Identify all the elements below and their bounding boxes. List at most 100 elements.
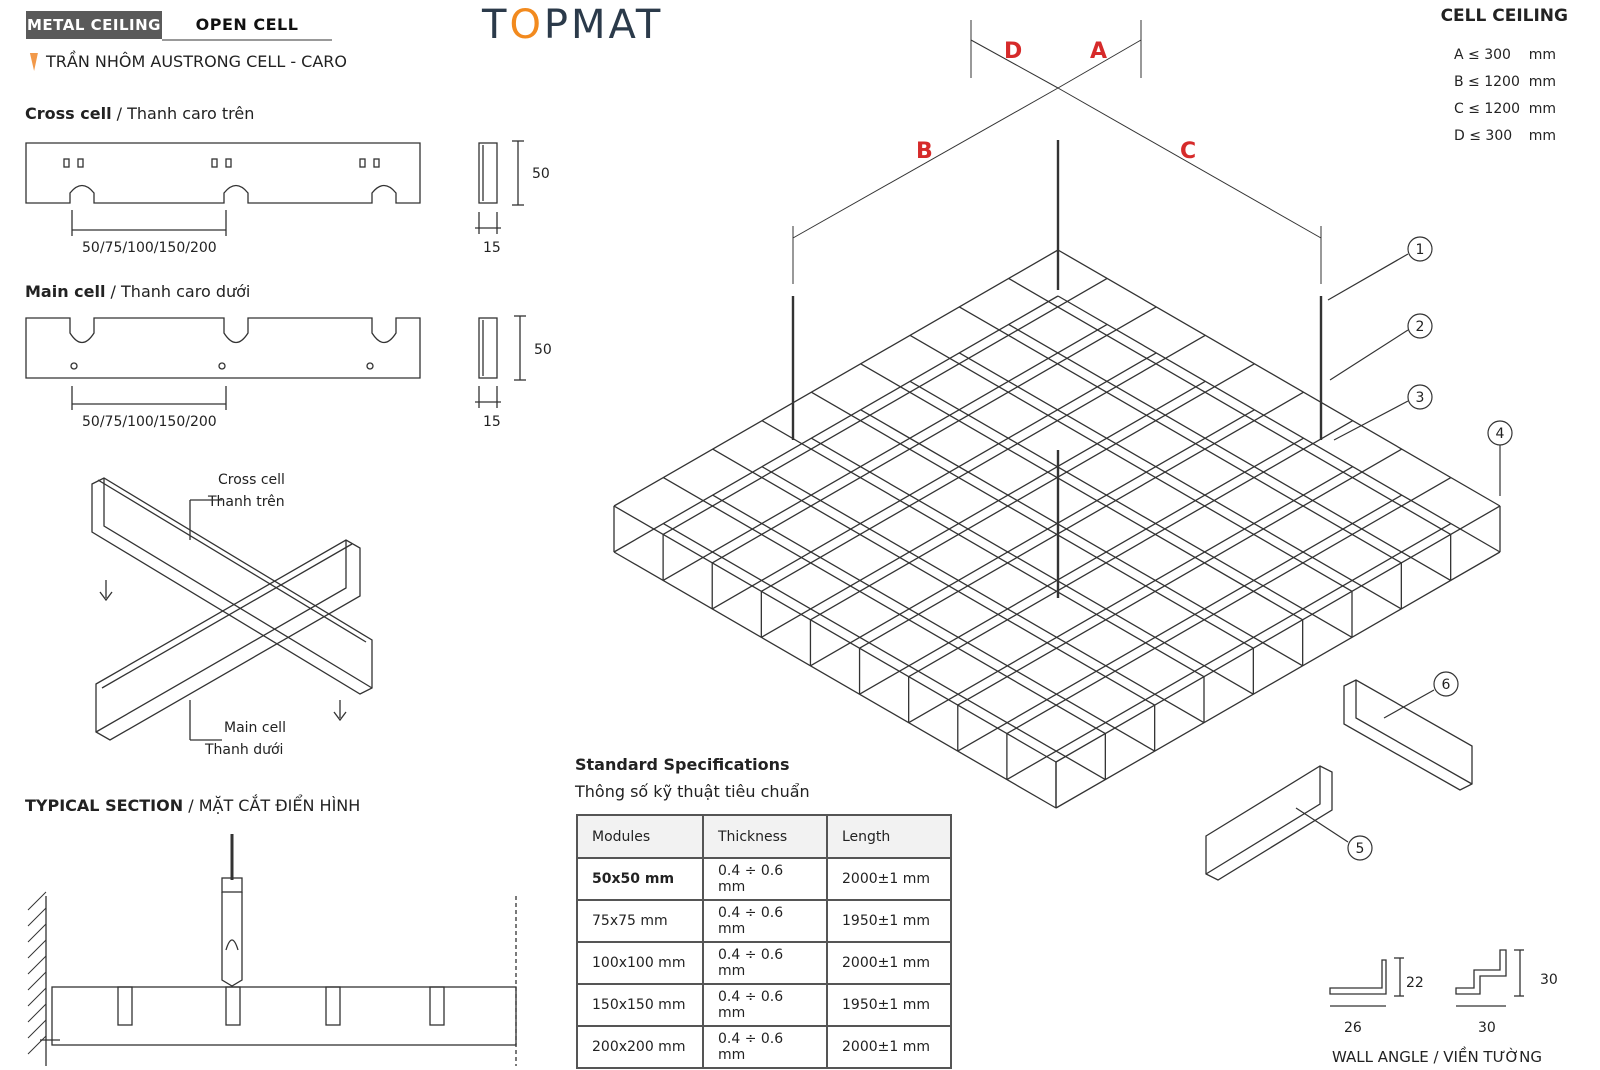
- cell-thickness: 0.4 ÷ 0.6 mm: [702, 1025, 828, 1069]
- callout-1: 1: [1416, 242, 1425, 258]
- grid-bar-top: [1008, 277, 1451, 536]
- cell-length: 2000±1 mm: [826, 1025, 952, 1069]
- cell-module: 150x150 mm: [576, 983, 704, 1027]
- cross-cell-title: Cross cell / Thanh caro trên: [25, 104, 254, 123]
- wall-angle-b-width: 30: [1478, 1020, 1496, 1036]
- grid-bar-bottom: [761, 466, 1205, 724]
- cell-length: 2000±1 mm: [826, 857, 952, 901]
- grid-bar-bottom: [959, 352, 1402, 610]
- cross-cell-title-rest: / Thanh caro trên: [111, 104, 255, 123]
- main-cell-section: [475, 315, 526, 408]
- grid-bar-top: [761, 334, 1206, 592]
- cross-cell-title-bold: Cross cell: [25, 104, 112, 123]
- grid-bar-top: [662, 277, 1108, 536]
- grid-bar-top: [613, 505, 1057, 763]
- main-cell-width-label: 15: [483, 414, 501, 430]
- table-row: 100x100 mm 0.4 ÷ 0.6 mm 2000±1 mm: [576, 941, 952, 985]
- tab-open-cell: OPEN CELL: [162, 11, 332, 41]
- grid-bar-top: [908, 420, 1353, 678]
- assembly-main-label: Main cell: [224, 720, 286, 736]
- spec-table: Modules Thickness Length 50x50 mm 0.4 ÷ …: [576, 814, 952, 1069]
- logo-suffix: PMAT: [543, 2, 664, 48]
- cell-thickness: 0.4 ÷ 0.6 mm: [702, 941, 828, 985]
- table-row: 150x150 mm 0.4 ÷ 0.6 mm 1950±1 mm: [576, 983, 952, 1027]
- assembly-cross-label-vn: Thanh trên: [208, 494, 285, 510]
- cell-length: 2000±1 mm: [826, 941, 952, 985]
- cell-module: 100x100 mm: [576, 941, 704, 985]
- grid-bar-bottom: [1006, 522, 1452, 781]
- cross-cell-section: [475, 140, 524, 234]
- grid-bar-top: [1055, 505, 1501, 763]
- typical-section-drawing: [27, 834, 517, 1066]
- grid-bar-top: [959, 306, 1402, 564]
- assembly-main-label-vn: Thanh dưới: [205, 742, 284, 758]
- grid-bar-bottom: [711, 352, 1157, 610]
- cross-cell-height-label: 50: [532, 166, 550, 182]
- spec-title: Standard Specifications: [575, 755, 790, 774]
- grid-bar-top: [811, 391, 1254, 649]
- callouts: [1295, 236, 1513, 861]
- wall-angle-a-height: 22: [1406, 975, 1424, 991]
- grid-bar-top: [613, 249, 1059, 507]
- grid-bar-bottom: [1057, 295, 1501, 553]
- grid-bar-bottom: [1008, 323, 1451, 582]
- grid-bar-top: [663, 476, 1106, 735]
- cell-module: 50x50 mm: [576, 857, 704, 901]
- logo-prefix: T: [482, 2, 510, 48]
- cell-thickness: 0.4 ÷ 0.6 mm: [702, 899, 828, 943]
- typical-section-title-bold: TYPICAL SECTION: [25, 796, 184, 815]
- grid-bar-bottom: [957, 494, 1403, 752]
- grid-bar-bottom: [860, 409, 1303, 667]
- callout-3: 3: [1416, 390, 1425, 406]
- dim-letter-c: C: [1180, 139, 1196, 164]
- callout-5: 5: [1356, 841, 1365, 857]
- grid-bar-bottom: [908, 466, 1353, 724]
- grid-bar-top: [909, 334, 1353, 592]
- main-cell-title: Main cell / Thanh caro dưới: [25, 282, 250, 301]
- assembly-cross-label: Cross cell: [218, 472, 285, 488]
- cell-module: 75x75 mm: [576, 899, 704, 943]
- tab-metal-ceiling: METAL CEILING: [26, 11, 162, 39]
- cell-ceiling-title: CELL CEILING: [1440, 6, 1568, 26]
- hanger-rods: [791, 140, 1323, 598]
- grid-bar-bottom: [663, 522, 1106, 781]
- isometric-ceiling-grid: [613, 249, 1501, 809]
- cell-module: 200x200 mm: [576, 1025, 704, 1069]
- grid-bar-bottom: [909, 380, 1353, 638]
- dim-letter-d: D: [1004, 39, 1022, 64]
- grid-bar-top: [859, 391, 1304, 649]
- main-cell-title-rest: / Thanh caro dưới: [105, 282, 251, 301]
- logo-pin-icon: O: [509, 2, 544, 48]
- wall-angle-b: [1455, 949, 1524, 1007]
- callout-2: 2: [1416, 319, 1425, 335]
- dimension-letters: A B C D: [916, 39, 1196, 164]
- grid-bar-top: [810, 363, 1255, 621]
- spec-subtitle: Thông số kỹ thuật tiêu chuẩn: [575, 782, 810, 801]
- main-cell-spacing-label: 50/75/100/150/200: [82, 414, 217, 430]
- table-row: 75x75 mm 0.4 ÷ 0.6 mm 1950±1 mm: [576, 899, 952, 943]
- header-length: Length: [826, 814, 952, 859]
- cell-thickness: 0.4 ÷ 0.6 mm: [702, 857, 828, 901]
- cell-thickness: 0.4 ÷ 0.6 mm: [702, 983, 828, 1027]
- dim-letter-a: A: [1090, 39, 1107, 64]
- grid-bar-top: [860, 363, 1303, 621]
- table-row: 50x50 mm 0.4 ÷ 0.6 mm 2000±1 mm: [576, 857, 952, 901]
- loose-part-6: [1343, 679, 1473, 791]
- main-cell-profile: [25, 317, 421, 410]
- dimension-lines: [792, 20, 1322, 284]
- callout-6: 6: [1442, 677, 1451, 693]
- page-subtitle: TRẦN NHÔM AUSTRONG CELL - CARO: [46, 52, 348, 71]
- header-thickness: Thickness: [702, 814, 828, 859]
- cross-cell-profile: [25, 142, 421, 236]
- grid-bar-bottom: [613, 551, 1057, 809]
- cell-length: 1950±1 mm: [826, 983, 952, 1027]
- grid-bar-bottom: [712, 494, 1155, 752]
- grid-bar-top: [711, 306, 1157, 564]
- grid-bar-top: [1057, 249, 1501, 507]
- header-modules: Modules: [576, 814, 704, 859]
- assembly-drawing: [91, 477, 373, 741]
